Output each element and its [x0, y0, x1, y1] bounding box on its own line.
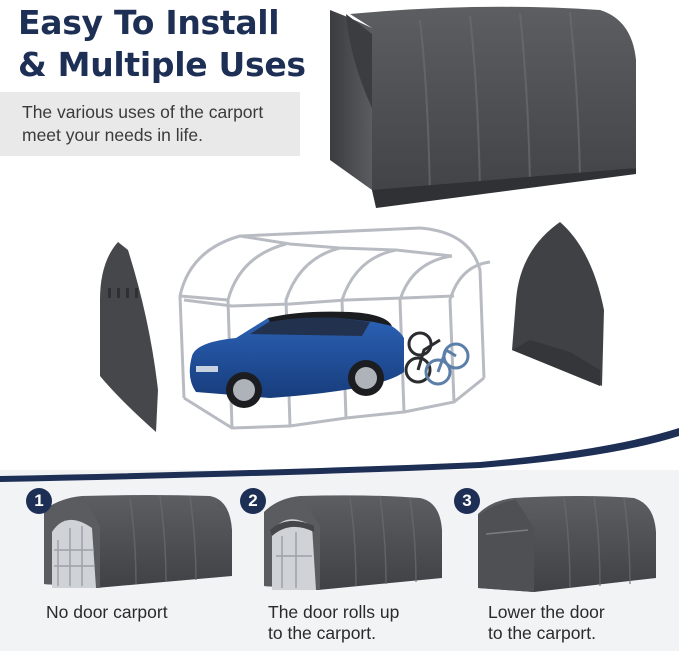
carport-step-3: [478, 495, 656, 592]
step-2-badge: 2: [240, 488, 266, 514]
headline: Easy To Install & Multiple Uses: [18, 2, 306, 86]
car: [189, 311, 404, 408]
headline-line-1: Easy To Install: [18, 3, 280, 42]
step-3-caption-line-1: Lower the door: [488, 602, 605, 622]
step-2-caption: The door rolls up to the carport.: [268, 602, 399, 644]
bicycles: [404, 331, 470, 386]
canopy-cover: [330, 6, 636, 208]
subtitle-box: The various uses of the carport meet you…: [0, 92, 300, 156]
subtitle-line-1: The various uses of the carport: [22, 102, 264, 122]
carport-step-1: [44, 495, 232, 588]
divider-curve: [0, 428, 679, 482]
headline-line-2: & Multiple Uses: [18, 45, 306, 84]
carport-frame: [178, 226, 491, 430]
subtitle-line-2: meet your needs in life.: [22, 125, 203, 145]
step-1-caption: No door carport: [46, 602, 168, 623]
step-3-badge: 3: [454, 488, 480, 514]
step-3-caption-line-2: to the carport.: [488, 623, 596, 643]
step-1-caption-line-1: No door carport: [46, 602, 168, 622]
step-2-caption-line-2: to the carport.: [268, 623, 376, 643]
step-1-badge: 1: [26, 488, 52, 514]
right-end-panel: [512, 222, 604, 386]
left-end-panel: [100, 242, 158, 432]
carport-step-2: [264, 495, 442, 590]
step-3-caption: Lower the door to the carport.: [488, 602, 605, 644]
subtitle: The various uses of the carport meet you…: [22, 101, 292, 147]
step-2-caption-line-1: The door rolls up: [268, 602, 400, 622]
